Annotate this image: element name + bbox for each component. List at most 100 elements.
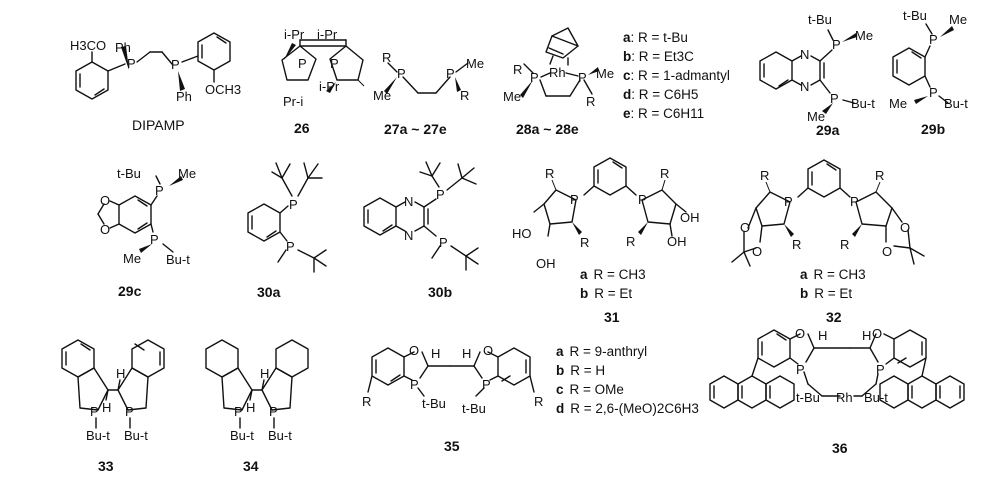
c33-atom-3: P — [90, 404, 99, 419]
c29a-atom-7: Me — [807, 109, 825, 124]
c32-atom-8: R — [840, 237, 849, 252]
c34-atom-3: P — [234, 404, 243, 419]
structure-30a: P P 30a — [247, 162, 327, 300]
c29a-atom-2: P — [832, 37, 841, 52]
compound-label-31: 31 — [604, 309, 620, 325]
c33-atom-5: Bu-t — [86, 428, 110, 443]
c31-atom-1: R — [545, 166, 554, 181]
c26-atom-4: P — [330, 56, 339, 71]
c26-atom-3: P — [298, 56, 307, 71]
c28-atom-3: P — [530, 70, 539, 85]
c31-atom-4: R — [660, 166, 669, 181]
compound-label-36: 36 — [832, 440, 848, 456]
compound-label-28: 28a ~ 28e — [516, 121, 579, 137]
compound-label-29a: 29a — [816, 122, 840, 138]
c29c-atom-8: Bu-t — [166, 252, 190, 267]
r-group-28-b: b: R = Et3C — [623, 49, 694, 64]
c29a-atom-3: Me — [855, 28, 873, 43]
c29b-atom-2: Me — [949, 12, 967, 27]
compound-label-33: 33 — [98, 458, 114, 474]
c30b-atom-1: N — [404, 194, 413, 209]
compound-label-27: 27a ~ 27e — [384, 121, 447, 137]
c30a-atom-1: P — [289, 197, 298, 212]
c35-atom-1: O — [409, 343, 419, 358]
c35-atom-6: P — [482, 377, 491, 392]
compound-label-29b: 29b — [921, 121, 945, 137]
compound-label-32: 32 — [826, 309, 842, 325]
c31-atom-10: OH — [667, 234, 687, 249]
c31-atom-3: P — [638, 192, 647, 207]
c31-atom-7: R — [626, 234, 635, 249]
dipamp-atom-2: Ph — [115, 40, 131, 55]
c36-atom-3: H — [862, 328, 871, 343]
r-group-list-28: a: R = t-Bu b: R = Et3C c: R = 1-admanty… — [623, 30, 730, 121]
c28-atom-1: Rh — [549, 65, 566, 80]
dipamp-atom-1: H3CO — [70, 38, 106, 53]
compound-label-30b: 30b — [428, 284, 452, 300]
structure-36: O H H O P P t-Bu Rh Bu-t 36 — [709, 326, 965, 456]
c36-atom-5: P — [796, 362, 805, 377]
r-group-28-c: c: R = 1-admantyl — [623, 68, 730, 83]
c35-atom-4: O — [483, 343, 493, 358]
c29c-atom-7: Me — [123, 251, 141, 266]
c35-atom-5: P — [410, 377, 419, 392]
r-group-28-a: a: R = t-Bu — [623, 30, 688, 45]
c27-atom-5: P — [446, 66, 455, 81]
structure-33: H H P P Bu-t Bu-t 33 — [61, 339, 165, 474]
c29c-atom-1: t-Bu — [117, 166, 141, 181]
c35-atom-2: H — [431, 346, 440, 361]
c33-atom-1: H — [116, 366, 125, 381]
c32-atom-9: O — [900, 220, 910, 235]
compound-label-35: 35 — [444, 438, 460, 454]
c30b-atom-2: N — [404, 228, 413, 243]
c29b-atom-1: t-Bu — [903, 8, 927, 23]
c29b-atom-5: Me — [889, 96, 907, 111]
c29a-atom-1: t-Bu — [808, 12, 832, 27]
dipamp-atom-4: P — [171, 57, 180, 72]
c32-atom-6: O — [752, 244, 762, 259]
c34-atom-5: Bu-t — [230, 428, 254, 443]
c26-atom-5: i-Pr — [319, 79, 340, 94]
c32-atom-5: O — [740, 220, 750, 235]
c32-atom-1: R — [760, 168, 769, 183]
c32-atom-3: P — [850, 194, 859, 209]
c32-atom-7: R — [792, 237, 801, 252]
c29a-atom-8: Bu-t — [851, 96, 875, 111]
c36-atom-7: t-Bu — [796, 390, 820, 405]
c32-atom-4: R — [875, 168, 884, 183]
structure-29c: t-Bu P Me O O P Me Bu-t 29c — [97, 166, 196, 299]
c27-atom-2: P — [397, 66, 406, 81]
r-group-28-d: d: R = C6H5 — [623, 87, 698, 102]
structure-28: Rh R P Me P Me R 28a ~ 28e — [503, 27, 614, 137]
c28-atom-5: P — [578, 70, 587, 85]
compound-label-26: 26 — [294, 120, 310, 136]
c27-atom-1: R — [382, 50, 391, 65]
c36-atom-6: P — [876, 362, 885, 377]
c29b-atom-4: P — [929, 85, 938, 100]
c31-atom-6: R — [580, 235, 589, 250]
structure-30b: N N P P 30b — [363, 161, 479, 300]
c29a-atom-5: N — [800, 79, 809, 94]
structure-34: H H P P Bu-t Bu-t 34 — [205, 339, 309, 474]
c27-atom-6: R — [460, 88, 469, 103]
structure-35: O H H O P P R t-Bu t-Bu R 35 — [362, 343, 543, 454]
structure-26: i-Pr i-Pr P P i-Pr Pr-i 26 — [281, 27, 365, 136]
c36-atom-8: Rh — [836, 390, 853, 405]
c29c-atom-2: P — [155, 183, 164, 198]
c28-atom-4: Me — [503, 89, 521, 104]
c34-atom-6: Bu-t — [268, 428, 292, 443]
c32-atom-10: O — [882, 244, 892, 259]
c26-atom-2: i-Pr — [317, 27, 338, 42]
c29c-atom-6: P — [150, 232, 159, 247]
c32-atom-2: P — [784, 194, 793, 209]
dipamp-atom-5: Ph — [176, 89, 192, 104]
structure-27: R P Me Me P R 27a ~ 27e — [373, 50, 484, 137]
c34-atom-4: P — [269, 404, 278, 419]
